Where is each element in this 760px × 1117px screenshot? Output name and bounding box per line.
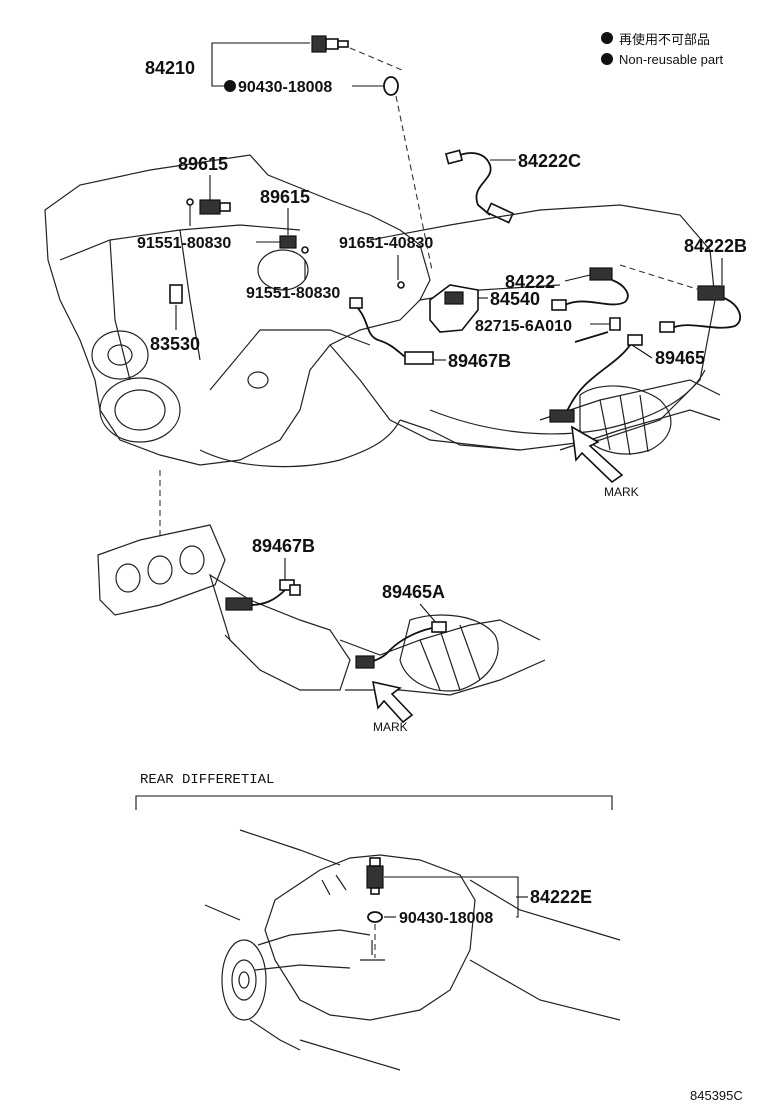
non-reusable-marker-icon <box>601 32 613 44</box>
non-reusable-marker-icon <box>224 80 236 92</box>
part-number-84222b[interactable]: 84222B <box>684 236 747 256</box>
mark-arrow-b: MARK <box>371 680 414 734</box>
mark-label-a: MARK <box>604 485 639 499</box>
sensor-89465a-icon <box>355 655 375 669</box>
arrow-icon <box>371 680 414 724</box>
legend: 再使用不可部品 Non-reusable part <box>601 32 723 67</box>
part-84210-group: 84210 90430-18008 <box>145 35 433 271</box>
part-89465-group: 89465 <box>549 334 705 423</box>
part-number-82715[interactable]: 82715-6A010 <box>475 318 572 335</box>
sensor-83530-icon <box>169 284 183 304</box>
rear-differential-section: REAR DIFFERETIAL 84222E 90430-18008 <box>135 772 621 1071</box>
sensor-89465-icon <box>549 409 575 423</box>
legend-jp: 再使用不可部品 <box>619 32 710 47</box>
part-number-89467b-a[interactable]: 89467B <box>448 351 511 371</box>
part-number-89615-a[interactable]: 89615 <box>178 154 228 174</box>
sensor-89467b-lower-icon <box>225 597 253 611</box>
part-84222c-group: 84222C <box>444 149 581 224</box>
part-number-84222e[interactable]: 84222E <box>530 887 592 907</box>
part-number-90430-top[interactable]: 90430-18008 <box>238 79 332 96</box>
sensor-84222-icon <box>589 267 613 281</box>
part-89615-group: 89615 89615 91551-80830 <box>137 154 310 254</box>
rear-differential-illustration <box>204 829 621 1071</box>
gasket-ring-icon <box>383 76 399 96</box>
arrow-icon <box>571 425 624 484</box>
part-84540-group: 91651-40830 91551-80830 84540 82715-6A01… <box>246 235 621 343</box>
part-84222-group: 84222 <box>505 267 629 311</box>
part-number-84210[interactable]: 84210 <box>145 58 195 78</box>
sensor-84222b-icon <box>697 285 725 301</box>
legend-en: Non-reusable part <box>619 52 723 67</box>
sensor-84540-icon <box>429 284 479 333</box>
part-number-89467b-b[interactable]: 89467B <box>252 536 315 556</box>
part-number-89615-b[interactable]: 89615 <box>260 187 310 207</box>
section-title-rear-differential: REAR DIFFERETIAL <box>140 772 274 788</box>
gasket-ring-bottom-icon <box>367 911 383 923</box>
part-84222b-group: 84222B <box>619 236 747 333</box>
part-number-91551-b[interactable]: 91551-80830 <box>246 285 340 302</box>
mark-arrow-a: MARK <box>571 425 639 499</box>
part-number-91551-a[interactable]: 91551-80830 <box>137 235 231 252</box>
part-89467b-lower-group: 89467B <box>225 536 315 611</box>
sensor-84210-icon <box>311 35 349 53</box>
part-number-89465[interactable]: 89465 <box>655 348 705 368</box>
part-89467b-upper-group: 89467B <box>349 297 511 371</box>
diagram-id: 845395C <box>690 1088 743 1103</box>
section-bracket <box>135 795 613 810</box>
exhaust-manifold-illustration <box>97 524 546 696</box>
sensor-89467b-icon <box>404 351 434 365</box>
part-number-91651[interactable]: 91651-40830 <box>339 235 433 252</box>
sensor-89615-a-icon <box>186 198 231 215</box>
part-83530-group: 83530 <box>150 284 200 354</box>
engine-block-illustration <box>44 154 721 468</box>
non-reusable-marker-icon <box>601 53 613 65</box>
sensor-84222e-icon <box>366 857 384 895</box>
part-number-83530[interactable]: 83530 <box>150 334 200 354</box>
part-number-89465a[interactable]: 89465A <box>382 582 445 602</box>
part-number-84540[interactable]: 84540 <box>490 289 540 309</box>
part-number-90430-bottom[interactable]: 90430-18008 <box>399 910 493 927</box>
part-number-84222[interactable]: 84222 <box>505 272 555 292</box>
part-number-84222c[interactable]: 84222C <box>518 151 581 171</box>
mark-label-b: MARK <box>373 720 408 734</box>
part-89465a-group: 89465A <box>355 582 447 669</box>
